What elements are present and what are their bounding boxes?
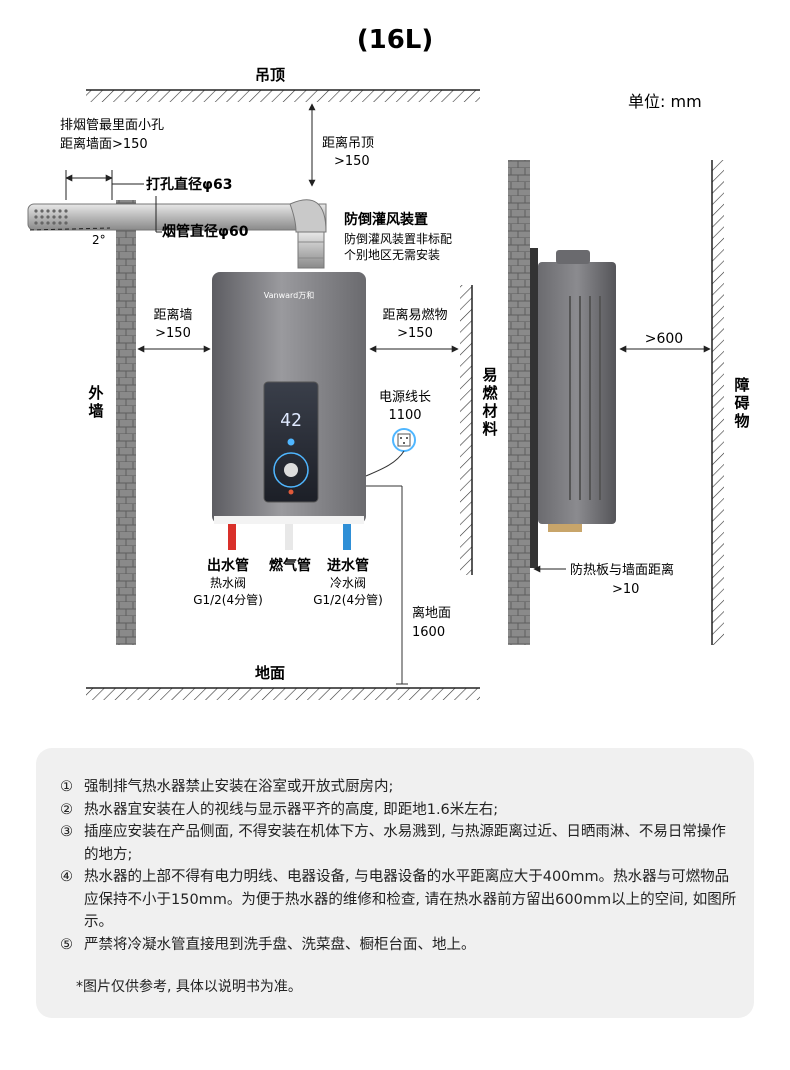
- water-drop-icon: [287, 438, 295, 446]
- anti-backdraft-device: [297, 231, 325, 269]
- note-item: ⑤ 严禁将冷凝水管直接甩到洗手盘、洗菜盘、橱柜台面、地上。: [60, 934, 740, 957]
- floor-label: 地面: [255, 664, 285, 682]
- display-readout: 42: [280, 410, 302, 431]
- flue-hole-distance-1: 排烟管最里面小孔: [60, 118, 164, 133]
- note-item: ② 热水器宜安装在人的视线与显示器平齐的高度, 即距地1.6米左右;: [60, 799, 740, 822]
- gas-pipe: [285, 524, 293, 550]
- front-clearance-label: >600: [645, 331, 683, 347]
- note-text: 热水器宜安装在人的视线与显示器平齐的高度, 即距地1.6米左右;: [84, 801, 499, 818]
- obstacle-label-1: 障: [734, 376, 749, 394]
- notes-list: ① 强制排气热水器禁止安装在浴室或开放式厨房内; ② 热水器宜安装在人的视线与显示器…: [60, 776, 740, 956]
- capacity-title: (16L): [357, 25, 434, 55]
- heater-brand: Vanward万和: [264, 291, 315, 300]
- unit-label: 单位: mm: [628, 92, 702, 111]
- combustible-label-4: 料: [482, 420, 497, 438]
- ceiling-hatch: [86, 90, 480, 102]
- combustible-label-3: 材: [482, 402, 497, 420]
- wall-distance-2: >150: [155, 326, 191, 341]
- side-view-wall: [508, 160, 530, 645]
- anti-backdraft-note-2: 个别地区无需安装: [344, 247, 440, 262]
- ceiling-distance-1: 距离吊顶: [322, 135, 374, 151]
- outlet-pipe-sub-2: G1/2(4分管): [193, 592, 263, 607]
- power-cord-label-2: 1100: [388, 408, 421, 423]
- floor-height-1: 离地面: [412, 605, 451, 621]
- power-cord: [365, 450, 405, 477]
- gas-pipe-title: 燃气管: [269, 557, 311, 574]
- outer-wall-label-1: 外: [87, 384, 103, 402]
- note-text: 强制排气热水器禁止安装在浴室或开放式厨房内;: [84, 779, 394, 795]
- note-number: ⑤: [60, 936, 73, 953]
- notes-panel: ① 强制排气热水器禁止安装在浴室或开放式厨房内; ② 热水器宜安装在人的视线与显示器…: [36, 748, 754, 1018]
- outer-wall: [116, 200, 136, 645]
- slope-label: 2°: [92, 233, 106, 247]
- heat-shield: [530, 248, 538, 568]
- inlet-pipe: [343, 524, 351, 550]
- combustible-distance-2: >150: [397, 326, 433, 341]
- knob-center: [284, 463, 298, 477]
- drill-hole-label: 打孔直径φ63: [146, 176, 232, 193]
- power-socket-icon: [392, 428, 416, 452]
- note-number: ③: [60, 824, 73, 840]
- note-item: ④ 热水器的上部不得有电力明线、电器设备, 与电器设备的水平距离应大于400mm。…: [60, 866, 740, 934]
- ceiling-label: 吊顶: [255, 66, 285, 84]
- flue-hole-distance-2: 距离墙面>150: [60, 136, 148, 152]
- power-indicator-icon: [288, 489, 294, 495]
- side-vents: [569, 296, 601, 500]
- wall-distance-1: 距离墙: [153, 307, 192, 323]
- outlet-pipe-sub-1: 热水阀: [210, 576, 246, 590]
- obstacle-label-3: 物: [734, 412, 749, 430]
- obstacle-hatch: [712, 160, 724, 645]
- anti-backdraft-note-1: 防倒灌风装置非标配: [344, 231, 452, 246]
- floor-height-2: 1600: [412, 625, 445, 640]
- note-number: ①: [60, 779, 73, 795]
- obstacle-label-2: 碍: [734, 394, 749, 412]
- heater-bottom-band: [214, 516, 364, 524]
- note-item: ① 强制排气热水器禁止安装在浴室或开放式厨房内;: [60, 776, 740, 799]
- heat-shield-label-2: >10: [612, 582, 639, 597]
- power-cord-label-1: 电源线长: [379, 390, 431, 405]
- flue-pipe-elbow: [289, 199, 327, 233]
- note-number: ②: [60, 801, 73, 818]
- note-text: 热水器的上部不得有电力明线、电器设备, 与电器设备的水平距离应大于400mm。热…: [84, 869, 737, 930]
- inlet-pipe-sub-2: G1/2(4分管): [313, 592, 383, 607]
- side-top-fitting: [556, 250, 590, 264]
- outlet-pipe: [228, 524, 236, 550]
- combustible-label-1: 易: [482, 366, 497, 384]
- heat-shield-label-1: 防热板与墙面距离: [570, 562, 674, 578]
- anti-backdraft-title: 防倒灌风装置: [344, 211, 428, 228]
- note-number: ④: [60, 869, 73, 885]
- side-bottom-fittings: [548, 524, 582, 532]
- flue-vent-holes: [34, 209, 68, 225]
- heater-side-body: [538, 262, 616, 524]
- combustible-distance-1: 距离易燃物: [382, 307, 447, 323]
- note-text: 插座应安装在产品侧面, 不得安装在机体下方、水易溅到, 与热源距离过近、日晒雨淋…: [84, 824, 726, 863]
- note-item: ③ 插座应安装在产品侧面, 不得安装在机体下方、水易溅到, 与热源距离过近、日晒雨…: [60, 821, 740, 866]
- inlet-pipe-sub-1: 冷水阀: [330, 576, 366, 590]
- outer-wall-label-2: 墙: [88, 402, 103, 420]
- ceiling-distance-2: >150: [334, 154, 370, 169]
- note-text: 严禁将冷凝水管直接甩到洗手盘、洗菜盘、橱柜台面、地上。: [84, 936, 476, 953]
- installation-diagram: (16L) 单位: mm 吊顶 地面 外 墙 易 燃 材 料 障 碍 物 排烟管…: [27, 25, 750, 700]
- floor-hatch: [86, 688, 480, 700]
- inlet-pipe-title: 进水管: [327, 557, 369, 574]
- combustible-label-2: 燃: [482, 384, 498, 402]
- control-knob: [273, 452, 309, 488]
- outlet-pipe-title: 出水管: [207, 557, 249, 574]
- combustible-hatch: [460, 285, 472, 575]
- flue-diameter-label: 烟管直径φ60: [162, 223, 249, 240]
- footnote: *图片仅供参考, 具体以说明书为准。: [76, 979, 302, 995]
